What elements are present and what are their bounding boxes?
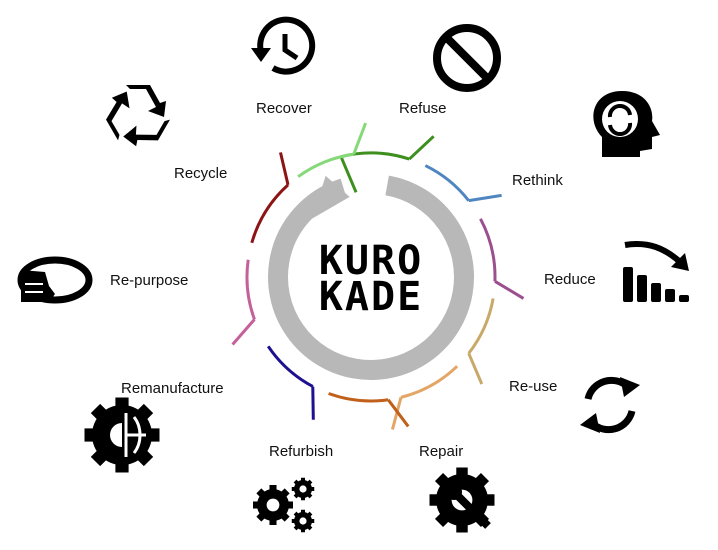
arc-recover [297, 122, 368, 178]
arc-remanufacture [266, 345, 315, 420]
arc-refurbish [328, 392, 410, 428]
arc-recycle [250, 152, 290, 244]
label-refuse: Refuse [399, 100, 447, 117]
label-remanufacture: Remanufacture [121, 380, 224, 397]
label-recycle: Recycle [174, 165, 228, 182]
cycle-arrow-ring [268, 174, 474, 381]
svg-text:KURO: KURO [319, 238, 423, 284]
bar-chart-down-icon [623, 241, 689, 302]
gear-globe-icon [84, 397, 160, 473]
svg-text:KADE: KADE [319, 274, 423, 320]
arc-rethink [424, 164, 502, 203]
hand-band-icon [17, 256, 93, 304]
label-reuse: Re-use [509, 378, 558, 395]
label-repurpose: Re-purpose [110, 272, 189, 289]
arc-refuse [339, 135, 435, 193]
head-refresh-icon [593, 91, 660, 157]
recycle-icon [106, 85, 170, 147]
history-clock-icon [251, 16, 316, 75]
label-recover: Recover [256, 100, 312, 117]
arc-repurpose [231, 259, 256, 346]
prohibited-icon [433, 24, 501, 92]
label-repair: Repair [419, 443, 464, 460]
arc-reuse [467, 298, 495, 385]
wrench-gear-icon [429, 467, 495, 533]
label-rethink: Rethink [512, 172, 563, 189]
label-refurbish: Refurbish [269, 443, 334, 460]
arrowhead-icon [311, 175, 350, 219]
gears-icon [253, 477, 315, 533]
sync-arrows-icon [580, 376, 640, 434]
arc-reduce [479, 218, 525, 300]
label-reduce: Reduce [544, 271, 596, 288]
